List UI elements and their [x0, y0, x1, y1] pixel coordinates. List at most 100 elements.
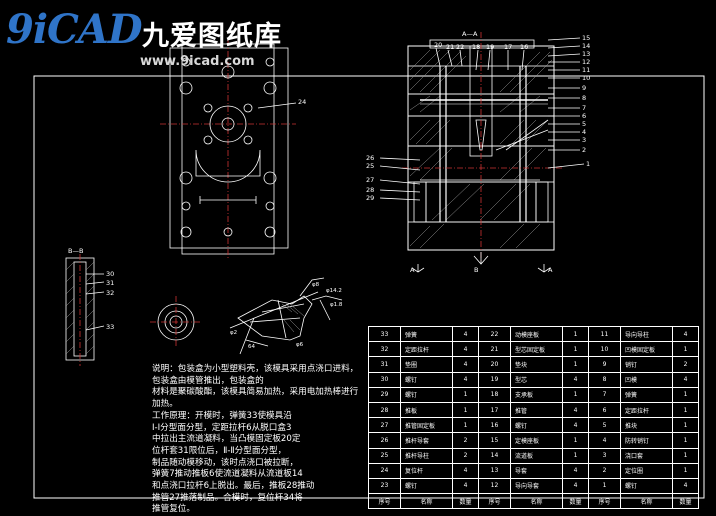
callout-8: 8	[582, 94, 586, 102]
section-b-b	[65, 254, 105, 366]
callout-13: 13	[582, 50, 590, 58]
part-name-cell: 推杆导柱	[400, 447, 453, 464]
part-number-cell: 22	[478, 325, 511, 343]
part-name-cell: 凹模	[620, 371, 673, 388]
note-line: 推管复位。	[152, 504, 195, 515]
part-name-cell: 销钉	[620, 356, 673, 373]
part-qty-cell: 1	[672, 386, 699, 403]
part-number-cell: 2	[588, 462, 621, 479]
part-number-cell: 21	[478, 341, 511, 358]
part-qty-cell: 1	[672, 447, 699, 464]
part-number-cell: 3	[588, 447, 621, 464]
part-qty-cell: 2	[452, 432, 479, 449]
part-qty-cell: 1	[562, 341, 589, 358]
callout-9: 9	[582, 84, 586, 92]
table-header-cell: 名称	[620, 493, 673, 510]
round-part-detail	[150, 296, 202, 348]
callout-25: 25	[366, 162, 374, 170]
callout-1: 1	[586, 160, 590, 168]
part-qty-cell: 1	[562, 356, 589, 373]
part-number-cell: 12	[478, 477, 511, 495]
section-label-a-right: A	[548, 266, 553, 274]
part-qty-cell: 4	[562, 371, 589, 388]
part-name-cell: 动模座板	[510, 325, 563, 343]
part-name-cell: 导套	[510, 462, 563, 479]
part-number-cell: 27	[368, 417, 401, 434]
callout-4: 4	[582, 128, 586, 136]
callout-21: 21	[446, 43, 454, 51]
part-number-cell: 9	[588, 356, 621, 373]
callout-14: 14	[582, 42, 590, 50]
callout-24: 24	[298, 98, 306, 106]
part-qty-cell: 4	[452, 356, 479, 373]
dim-phi6: φ6	[296, 342, 304, 348]
callout-27: 27	[366, 176, 374, 184]
dim-phi1-8: φ1.8	[330, 302, 343, 308]
part-qty-cell: 1	[562, 447, 589, 464]
callout-22: 22	[456, 43, 464, 51]
part-qty-cell: 4	[562, 417, 589, 434]
part-number-cell: 18	[478, 386, 511, 403]
part-number-cell: 25	[368, 447, 401, 464]
dim-phi2: φ2	[230, 330, 237, 336]
part-number-cell: 5	[588, 417, 621, 434]
callout-3: 3	[582, 136, 586, 144]
note-line: 推管27推落制品。合模时，复位杆34将	[152, 492, 303, 503]
part-qty-cell: 2	[452, 447, 479, 464]
callout-12: 12	[582, 58, 590, 66]
part-name-cell: 导向导套	[510, 477, 563, 495]
part-name-cell: 导向导柱	[620, 325, 673, 343]
note-line: 弹簧7推动推板6使流道凝料从流道板14	[152, 469, 303, 480]
part-name-cell: 弹簧	[620, 386, 673, 403]
callout-17: 17	[504, 43, 512, 51]
part-qty-cell: 4	[672, 325, 699, 343]
part-name-cell: 型芯固定板	[510, 341, 563, 358]
part-number-cell: 10	[588, 341, 621, 358]
part-name-cell: 螺钉	[400, 477, 453, 495]
callout-30: 30	[106, 270, 114, 278]
table-header-cell: 序号	[478, 493, 511, 510]
part-name-cell: 定距拉杆	[400, 341, 453, 358]
part-qty-cell: 1	[562, 386, 589, 403]
part-number-cell: 19	[478, 371, 511, 388]
part-number-cell: 26	[368, 432, 401, 449]
part-number-cell: 15	[478, 432, 511, 449]
mold-assembly-drawing: 20 21 22 18 19 17 16 15 14 13 12 11 10 9…	[33, 30, 705, 499]
callout-2: 2	[582, 146, 586, 154]
part-number-cell: 8	[588, 371, 621, 388]
callout-18: 18	[472, 43, 480, 51]
logo-name: 九爱图纸库	[142, 21, 282, 52]
note-line: 材料是聚碳酸酯，该模具简易加热，采用电加热棒进行加热。	[152, 387, 359, 410]
logo-url: www.9icad.com	[140, 54, 255, 69]
part-name-cell: 螺钉	[620, 477, 673, 495]
site-logo[interactable]: 9iCAD 九爱图纸库 www.9icad.com	[2, 2, 292, 74]
part-name-cell: 推块	[620, 417, 673, 434]
part-name-cell: 凹模固定板	[620, 341, 673, 358]
part-name-cell: 垫块	[510, 356, 563, 373]
part-name-cell: 防转销钉	[620, 432, 673, 449]
part-number-cell: 23	[368, 477, 401, 495]
part-qty-cell: 4	[672, 477, 699, 495]
part-name-cell: 螺钉	[400, 386, 453, 403]
part-number-cell: 29	[368, 386, 401, 403]
part-qty-cell: 1	[672, 341, 699, 358]
part-qty-cell: 4	[452, 462, 479, 479]
note-line: 中拉出主流道凝料，当凸模固定板20定	[152, 434, 301, 445]
callout-26: 26	[366, 154, 374, 162]
part-name-cell: 定位圈	[620, 462, 673, 479]
part-qty-cell: 1	[672, 417, 699, 434]
part-number-cell: 16	[478, 417, 511, 434]
callout-31: 31	[106, 279, 114, 287]
callout-28: 28	[366, 186, 374, 194]
part-name-cell: 推板	[400, 401, 453, 419]
